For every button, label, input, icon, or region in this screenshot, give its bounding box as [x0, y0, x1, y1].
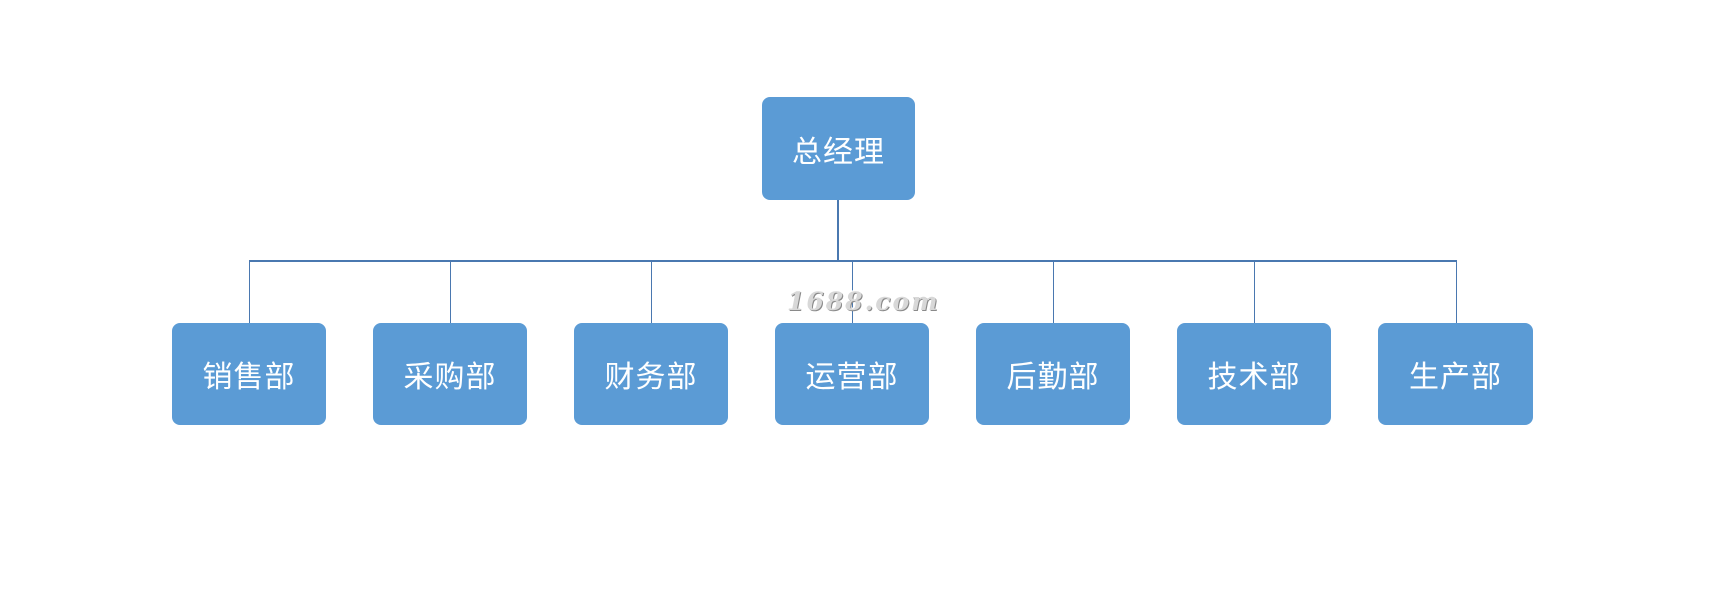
node-label: 运营部	[805, 360, 899, 395]
branch-connector	[450, 261, 451, 324]
branch-connector	[1053, 261, 1054, 324]
node-label: 采购部	[403, 360, 497, 395]
root-connector	[837, 200, 839, 261]
node-label: 生产部	[1409, 360, 1502, 395]
branch-connector	[651, 261, 652, 324]
node-operations-dept: 运营部	[775, 323, 929, 425]
watermark-text: 1688.com	[787, 287, 940, 316]
node-label: 总经理	[792, 134, 885, 170]
node-purchasing-dept: 采购部	[373, 323, 527, 425]
horizontal-connector	[249, 260, 1457, 262]
node-production-dept: 生产部	[1378, 323, 1533, 425]
node-general-manager: 总经理	[762, 97, 915, 200]
node-logistics-dept: 后勤部	[976, 323, 1130, 425]
node-finance-dept: 财务部	[574, 323, 728, 425]
branch-connector	[1456, 261, 1457, 324]
node-label: 后勤部	[1006, 360, 1100, 395]
branch-connector	[249, 261, 250, 324]
node-label: 销售部	[202, 360, 296, 395]
node-label: 财务部	[604, 360, 698, 395]
node-technology-dept: 技术部	[1177, 323, 1331, 425]
node-label: 技术部	[1207, 360, 1301, 395]
branch-connector	[1254, 261, 1255, 324]
branch-connector	[852, 261, 853, 324]
node-sales-dept: 销售部	[172, 323, 326, 425]
